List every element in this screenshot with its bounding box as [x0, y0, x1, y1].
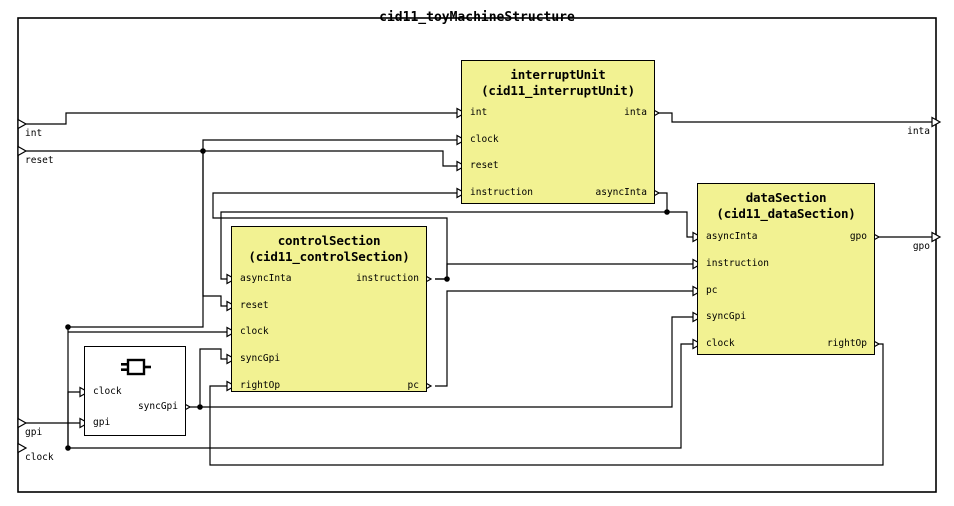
- block-entity-name-controlSection: (cid11_controlSection): [248, 249, 410, 264]
- block-interruptUnit-input-label-instruction: instruction: [470, 187, 533, 198]
- block-controlSection-input-label-rightOp: rightOp: [240, 380, 281, 391]
- block-dataSection-input-label-clock: clock: [706, 338, 735, 349]
- wire-junction: [65, 445, 71, 451]
- block-synchronizer[interactable]: [84, 346, 186, 436]
- wire-junction: [664, 209, 670, 215]
- external-output-port-inta[interactable]: [931, 116, 942, 128]
- wire-interruptUnit-asyncInta-to-dataSection-asyncInta: [667, 211, 697, 238]
- external-port-label-gpi: gpi: [25, 427, 43, 438]
- block-instance-name-controlSection: controlSection: [277, 233, 381, 248]
- external-output-port-gpo[interactable]: [931, 231, 942, 243]
- wire-synchronizer-syncGpi-to-controlSection-syncGpi: [186, 348, 231, 408]
- block-dataSection[interactable]: dataSection(cid11_dataSection): [697, 183, 875, 355]
- block-entity-name-dataSection: (cid11_dataSection): [716, 206, 856, 221]
- wire-junction: [200, 148, 206, 154]
- block-controlSection-output-label-pc: pc: [407, 380, 419, 391]
- wire-junction: [197, 404, 203, 410]
- block-instance-name-interruptUnit: interruptUnit: [510, 67, 606, 82]
- block-controlSection[interactable]: controlSection(cid11_controlSection): [231, 226, 427, 392]
- wire-interruptUnit-inta-to-inta: [655, 112, 936, 123]
- block-dataSection-output-label-rightOp: rightOp: [826, 338, 867, 349]
- external-port-label-gpo: gpo: [912, 241, 930, 252]
- block-interruptUnit[interactable]: interruptUnit(cid11_interruptUnit): [461, 60, 655, 204]
- block-controlSection-output-label-instruction: instruction: [356, 273, 419, 284]
- wire-controlSection-instruction-to-dataSection-instruction: [435, 263, 697, 280]
- external-port-label-int: int: [25, 128, 43, 139]
- block-dataSection-output-label-gpo: gpo: [849, 231, 867, 242]
- wire-reset-to-interruptUnit-reset: [26, 150, 461, 167]
- wire-reset-to-controlSection-reset: [202, 151, 231, 307]
- block-interruptUnit-output-label-asyncInta: asyncInta: [595, 187, 647, 198]
- external-input-port-reset[interactable]: [17, 145, 28, 157]
- block-synchronizer-input-label-clock: clock: [93, 386, 122, 397]
- block-interruptUnit-input-label-clock: clock: [470, 134, 499, 145]
- block-dataSection-input-label-pc: pc: [706, 285, 718, 296]
- block-dataSection-input-label-instruction: instruction: [706, 258, 769, 269]
- external-input-port-int[interactable]: [17, 118, 28, 130]
- block-controlSection-input-label-asyncInta: asyncInta: [240, 273, 292, 284]
- block-controlSection-input-label-reset: reset: [240, 300, 269, 311]
- wire-controlSection-pc-to-dataSection-pc: [435, 290, 697, 387]
- block-instance-name-dataSection: dataSection: [745, 190, 827, 205]
- wire-dataSection-rightOp-to-controlSection-rightOp: [209, 343, 884, 466]
- external-port-label-clock: clock: [25, 452, 54, 463]
- wire-int-to-interruptUnit-int: [26, 112, 461, 125]
- block-controlSection-input-label-clock: clock: [240, 326, 269, 337]
- wire-interruptUnit-asyncInta-to-controlSection-asyncInta: [220, 192, 668, 280]
- external-input-port-gpi[interactable]: [17, 417, 28, 429]
- external-port-label-inta: inta: [907, 126, 930, 137]
- block-controlSection-input-label-syncGpi: syncGpi: [240, 353, 281, 364]
- block-entity-name-interruptUnit: (cid11_interruptUnit): [481, 83, 635, 98]
- block-interruptUnit-input-label-int: int: [470, 107, 488, 118]
- wire-clock-to-synchronizer-clock: [67, 391, 84, 448]
- block-dataSection-input-label-syncGpi: syncGpi: [706, 311, 747, 322]
- component-block-icon: [119, 357, 153, 381]
- external-input-port-clock[interactable]: [17, 442, 28, 454]
- wire-clock-to-dataSection-clock: [68, 343, 697, 449]
- external-port-label-reset: reset: [25, 155, 54, 166]
- wire-clock-to-interruptUnit-clock: [67, 139, 461, 448]
- wire-synchronizer-syncGpi-to-dataSection-syncGpi: [200, 316, 697, 408]
- block-synchronizer-input-label-gpi: gpi: [93, 417, 111, 428]
- block-interruptUnit-input-label-reset: reset: [470, 160, 499, 171]
- wire-junction: [65, 324, 71, 330]
- block-dataSection-input-label-asyncInta: asyncInta: [706, 231, 758, 242]
- wire-junction: [444, 276, 450, 282]
- diagram-frame: [17, 17, 937, 493]
- block-interruptUnit-output-label-inta: inta: [624, 107, 647, 118]
- block-synchronizer-output-label-syncGpi: syncGpi: [137, 401, 178, 412]
